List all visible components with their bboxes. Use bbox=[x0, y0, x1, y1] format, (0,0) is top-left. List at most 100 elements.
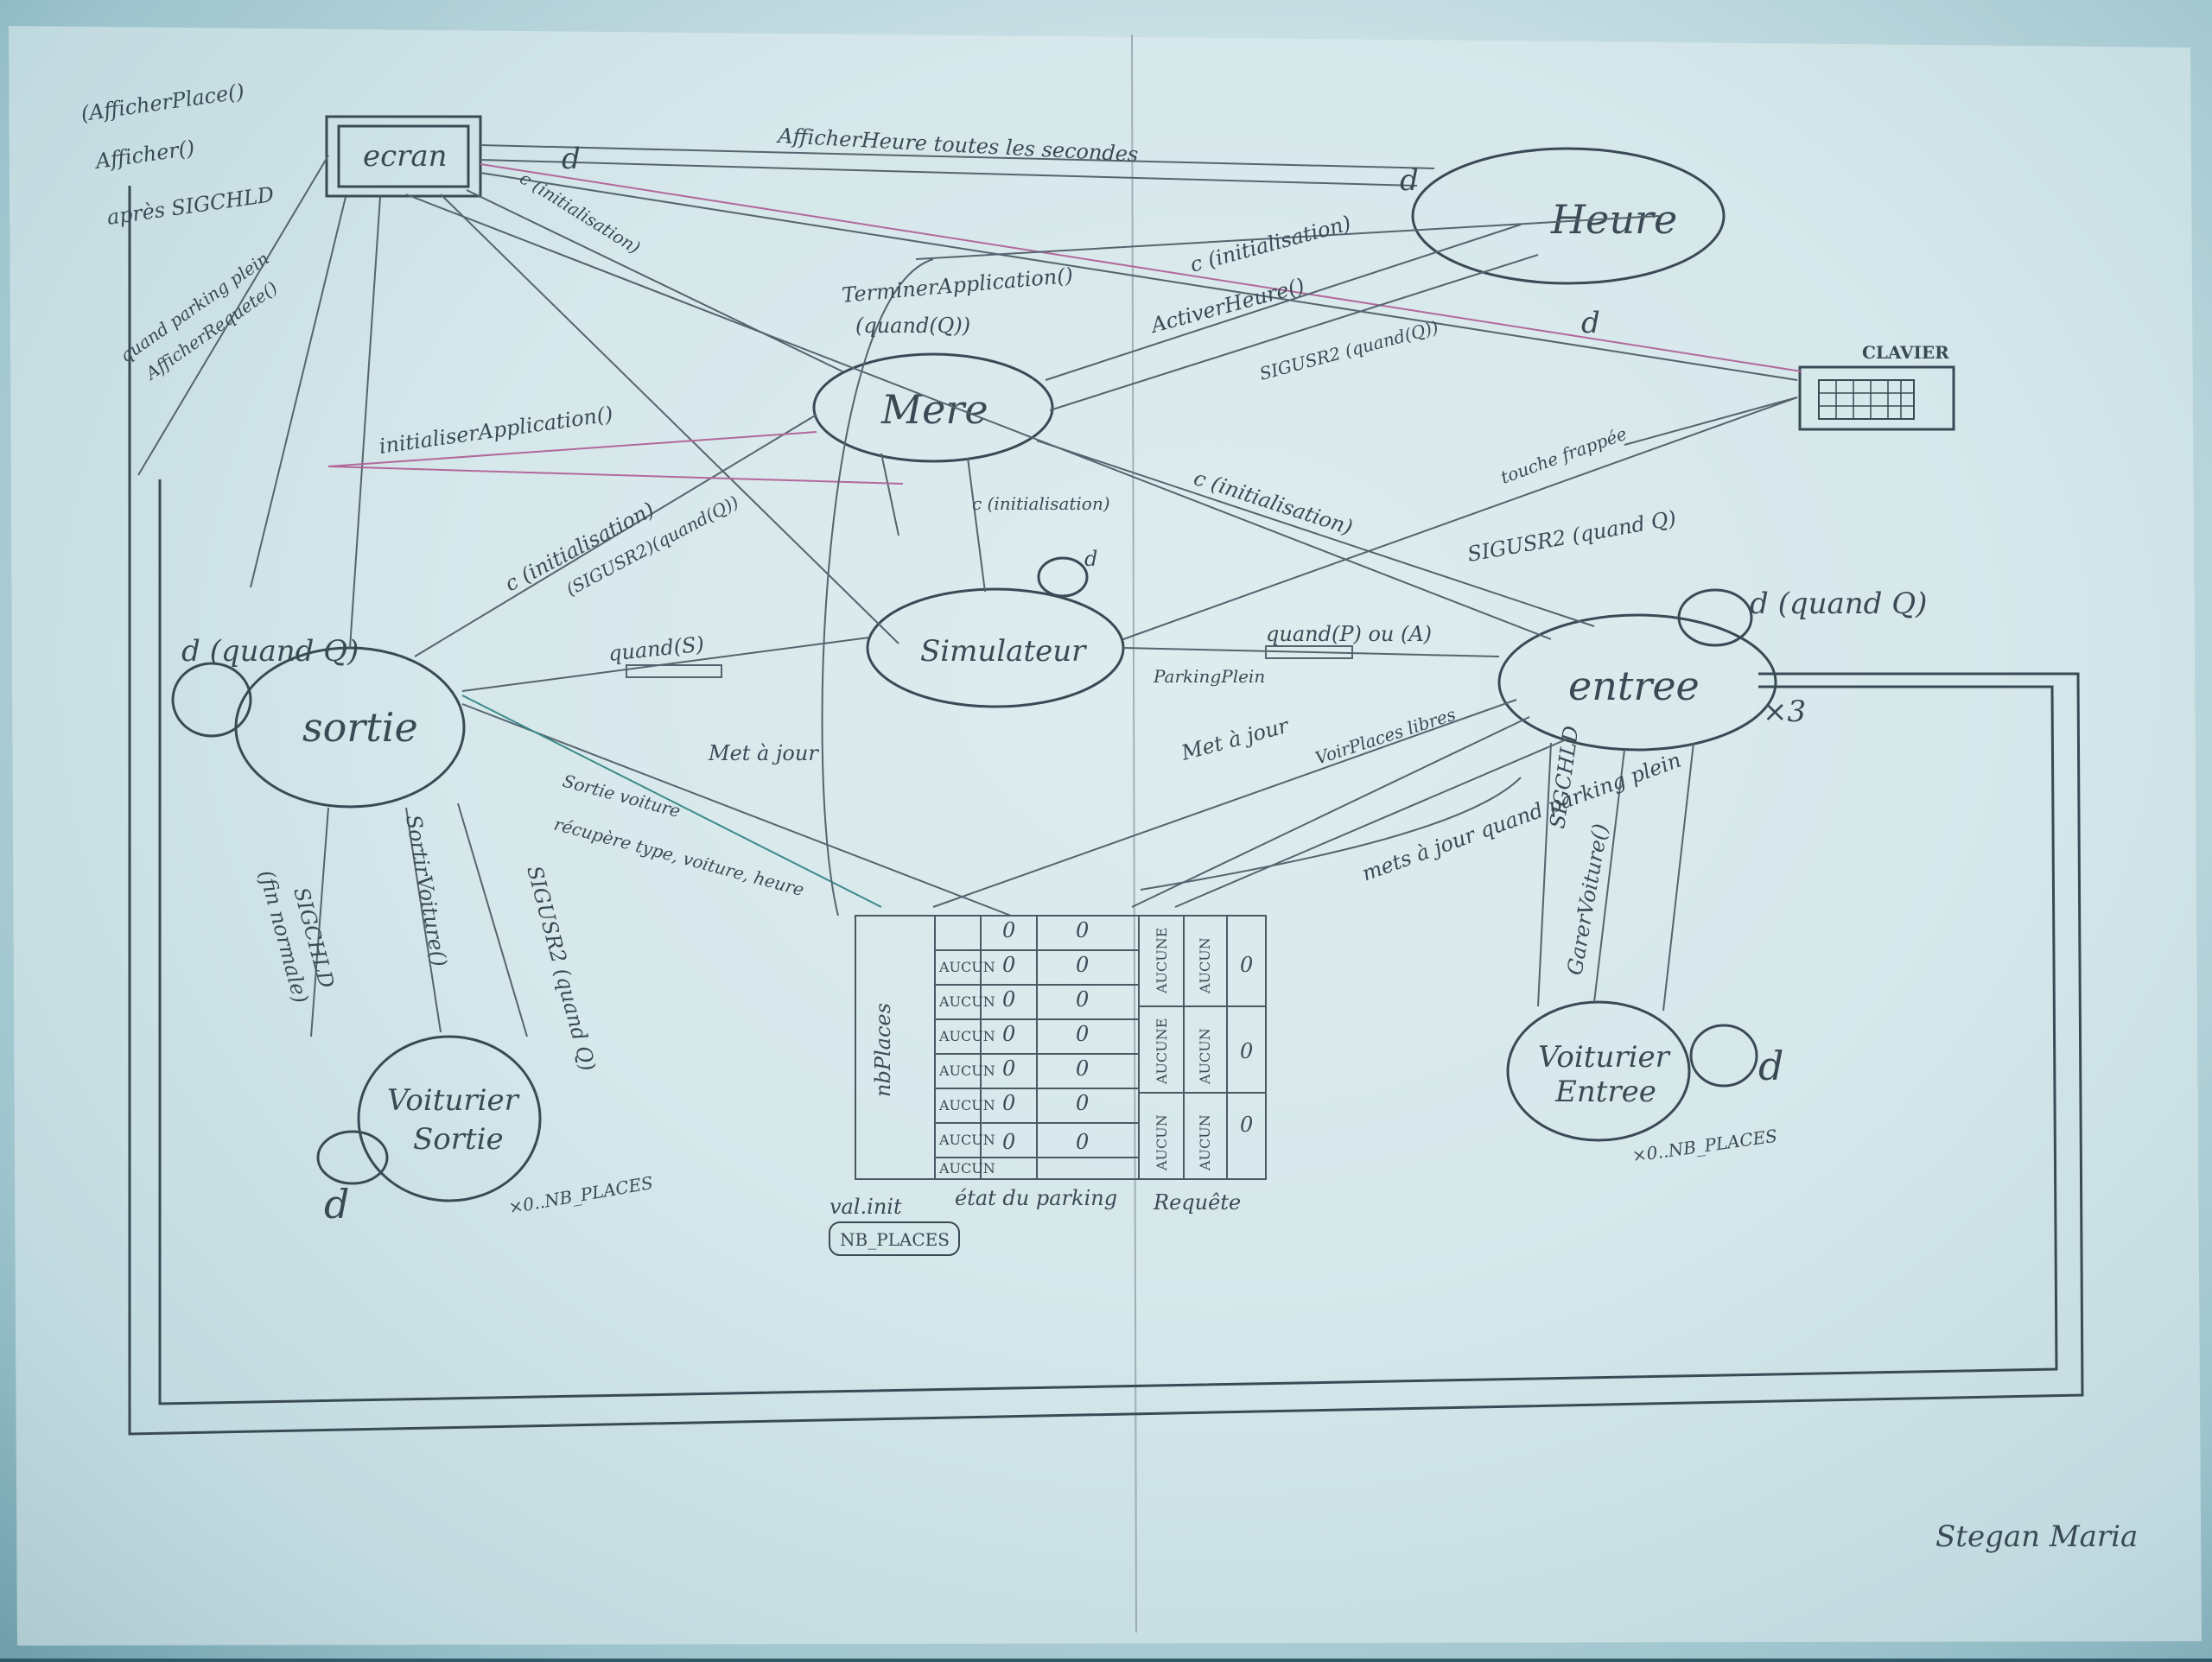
edge-ecran-clavier bbox=[480, 163, 1802, 372]
nb-places-box bbox=[829, 1221, 960, 1256]
cell-za-5: 0 bbox=[1002, 1056, 1015, 1081]
ecran-label: ecran bbox=[363, 139, 448, 174]
label-met-a-jour-sortie: Met à jour bbox=[708, 741, 819, 765]
keyboard-icon bbox=[1818, 379, 1915, 420]
cell-req-b-2: AUCUN bbox=[1197, 1028, 1213, 1085]
edge-mere-sortie bbox=[414, 414, 817, 657]
cell-aucun-4: AUCUN bbox=[938, 1063, 995, 1079]
label-d-quand-q-sortie: d (quand Q) bbox=[181, 634, 359, 669]
voiturier-sortie-ellipse bbox=[357, 1035, 542, 1202]
label-d-ecran-heure: d bbox=[562, 142, 581, 176]
edge-clavier-touche bbox=[1624, 396, 1798, 446]
clavier-label: CLAVIER bbox=[1862, 342, 1949, 363]
mere-ellipse bbox=[812, 352, 1054, 463]
label-x3: ×3 bbox=[1763, 695, 1806, 729]
clavier-box bbox=[1798, 365, 1955, 431]
edge-sortie-ecran-2 bbox=[250, 196, 346, 588]
edge-entree-ve-2 bbox=[1662, 742, 1694, 1012]
edge-sortie-ecran bbox=[349, 196, 381, 649]
label-quand-q: (quand(Q)) bbox=[855, 314, 970, 338]
edge-heure-term bbox=[915, 215, 1660, 260]
paper bbox=[9, 26, 2202, 1646]
ecran-node: ecran bbox=[325, 115, 482, 198]
label-c-init-sim: c (initialisation) bbox=[972, 493, 1110, 514]
label-d-voit-entree: d bbox=[1758, 1043, 1783, 1089]
keyboard-keys-icon bbox=[1819, 380, 1914, 419]
edge-heure-ecran bbox=[480, 144, 1435, 169]
edge-mere-ecran bbox=[466, 189, 843, 372]
fold-line bbox=[1131, 34, 1137, 1633]
label-d-heure: d bbox=[1400, 163, 1419, 198]
entree-label: entree bbox=[1568, 663, 1700, 709]
label-etat-parking: état du parking bbox=[955, 1186, 1117, 1210]
cell-req-a-2: AUCUNE bbox=[1154, 1018, 1170, 1085]
edge-entree-table-3 bbox=[1174, 738, 1569, 908]
mere-node: Mere bbox=[812, 352, 1054, 463]
cell-zb-7: 0 bbox=[1076, 1130, 1089, 1154]
edge-mere-entree bbox=[1036, 440, 1595, 627]
edge-mere-heure bbox=[1045, 224, 1522, 381]
voiturier-sortie-label-1: Voiturier bbox=[387, 1083, 520, 1118]
edge-entree-table bbox=[932, 699, 1517, 908]
edge-mere-sim bbox=[967, 457, 986, 593]
edge-term-curve bbox=[821, 258, 934, 917]
simulateur-self-loop bbox=[1037, 556, 1089, 598]
sortie-label: sortie bbox=[302, 704, 418, 751]
voiturier-sortie-node: Voiturier Sortie bbox=[357, 1035, 542, 1202]
cell-zb-3: 0 bbox=[1076, 987, 1089, 1012]
edge-sortie-table bbox=[461, 703, 1012, 917]
cell-req-a-3: AUCUN bbox=[1154, 1114, 1170, 1171]
cell-aucun-7: AUCUN bbox=[938, 1160, 995, 1177]
cell-zb-1: 0 bbox=[1076, 918, 1089, 942]
edge-sortie-vs bbox=[405, 807, 442, 1033]
cell-req-c-2: 0 bbox=[1240, 1039, 1253, 1063]
voiturier-sortie-self-loop bbox=[316, 1130, 389, 1185]
edge-mere-heure-2 bbox=[1049, 254, 1539, 411]
edge-entree-ve bbox=[1593, 749, 1625, 1003]
label-val-init: val.init bbox=[830, 1195, 902, 1219]
label-d-sim: d bbox=[1084, 547, 1097, 571]
edge-ve-entree bbox=[1537, 742, 1552, 1007]
heure-ellipse bbox=[1411, 147, 1726, 285]
entree-node: entree bbox=[1497, 613, 1777, 752]
label-parking-plein: ParkingPlein bbox=[1153, 666, 1265, 687]
entree-ellipse bbox=[1497, 613, 1777, 752]
voiturier-entree-label-1: Voiturier bbox=[1538, 1040, 1671, 1075]
edge-ecran-heure bbox=[480, 159, 1418, 187]
edge-ecran-clavier-2 bbox=[480, 172, 1798, 381]
parking-table: nbPlaces AUCUN AUCUN AUCUN AUCUN AUCUN A… bbox=[855, 915, 1267, 1180]
cell-zb-4: 0 bbox=[1076, 1022, 1089, 1046]
cell-za-3: 0 bbox=[1002, 987, 1015, 1012]
sortie-self-loop bbox=[171, 662, 252, 738]
label-d-quand-q-entree: d (quand Q) bbox=[1750, 587, 1927, 621]
edge-init-mere bbox=[327, 466, 904, 485]
inner-frame bbox=[158, 479, 2058, 1405]
edges bbox=[137, 144, 1802, 1037]
cell-za-4: 0 bbox=[1002, 1022, 1015, 1046]
cell-za-2: 0 bbox=[1002, 953, 1015, 977]
outer-frame bbox=[128, 186, 2084, 1436]
voiturier-entree-label-2: Entree bbox=[1554, 1075, 1656, 1109]
cell-za-1: 0 bbox=[1002, 918, 1015, 942]
cell-aucun-6: AUCUN bbox=[938, 1132, 995, 1148]
queue-pa-icon bbox=[1265, 645, 1353, 659]
queue-s-icon bbox=[626, 664, 722, 678]
cell-aucun-2: AUCUN bbox=[938, 993, 995, 1010]
cell-req-a-1: AUCUNE bbox=[1154, 928, 1170, 994]
cell-za-7: 0 bbox=[1002, 1130, 1015, 1154]
cell-zb-2: 0 bbox=[1076, 953, 1089, 977]
table-nbplaces-label: nbPlaces bbox=[871, 1003, 895, 1097]
edge-ecran-left bbox=[137, 155, 329, 476]
cell-aucun-3: AUCUN bbox=[938, 1028, 995, 1044]
label-requete: Requête bbox=[1153, 1190, 1241, 1215]
edge-sortie-vs-2 bbox=[457, 802, 528, 1037]
cell-req-b-3: AUCUN bbox=[1197, 1114, 1213, 1171]
table-border bbox=[855, 915, 1267, 1180]
edge-sortie-table-teal bbox=[461, 695, 882, 908]
edge-entree-table-2 bbox=[1131, 716, 1530, 908]
ecran-box bbox=[325, 115, 482, 198]
cell-req-b-1: AUCUN bbox=[1197, 937, 1213, 994]
cell-zb-6: 0 bbox=[1076, 1091, 1089, 1115]
